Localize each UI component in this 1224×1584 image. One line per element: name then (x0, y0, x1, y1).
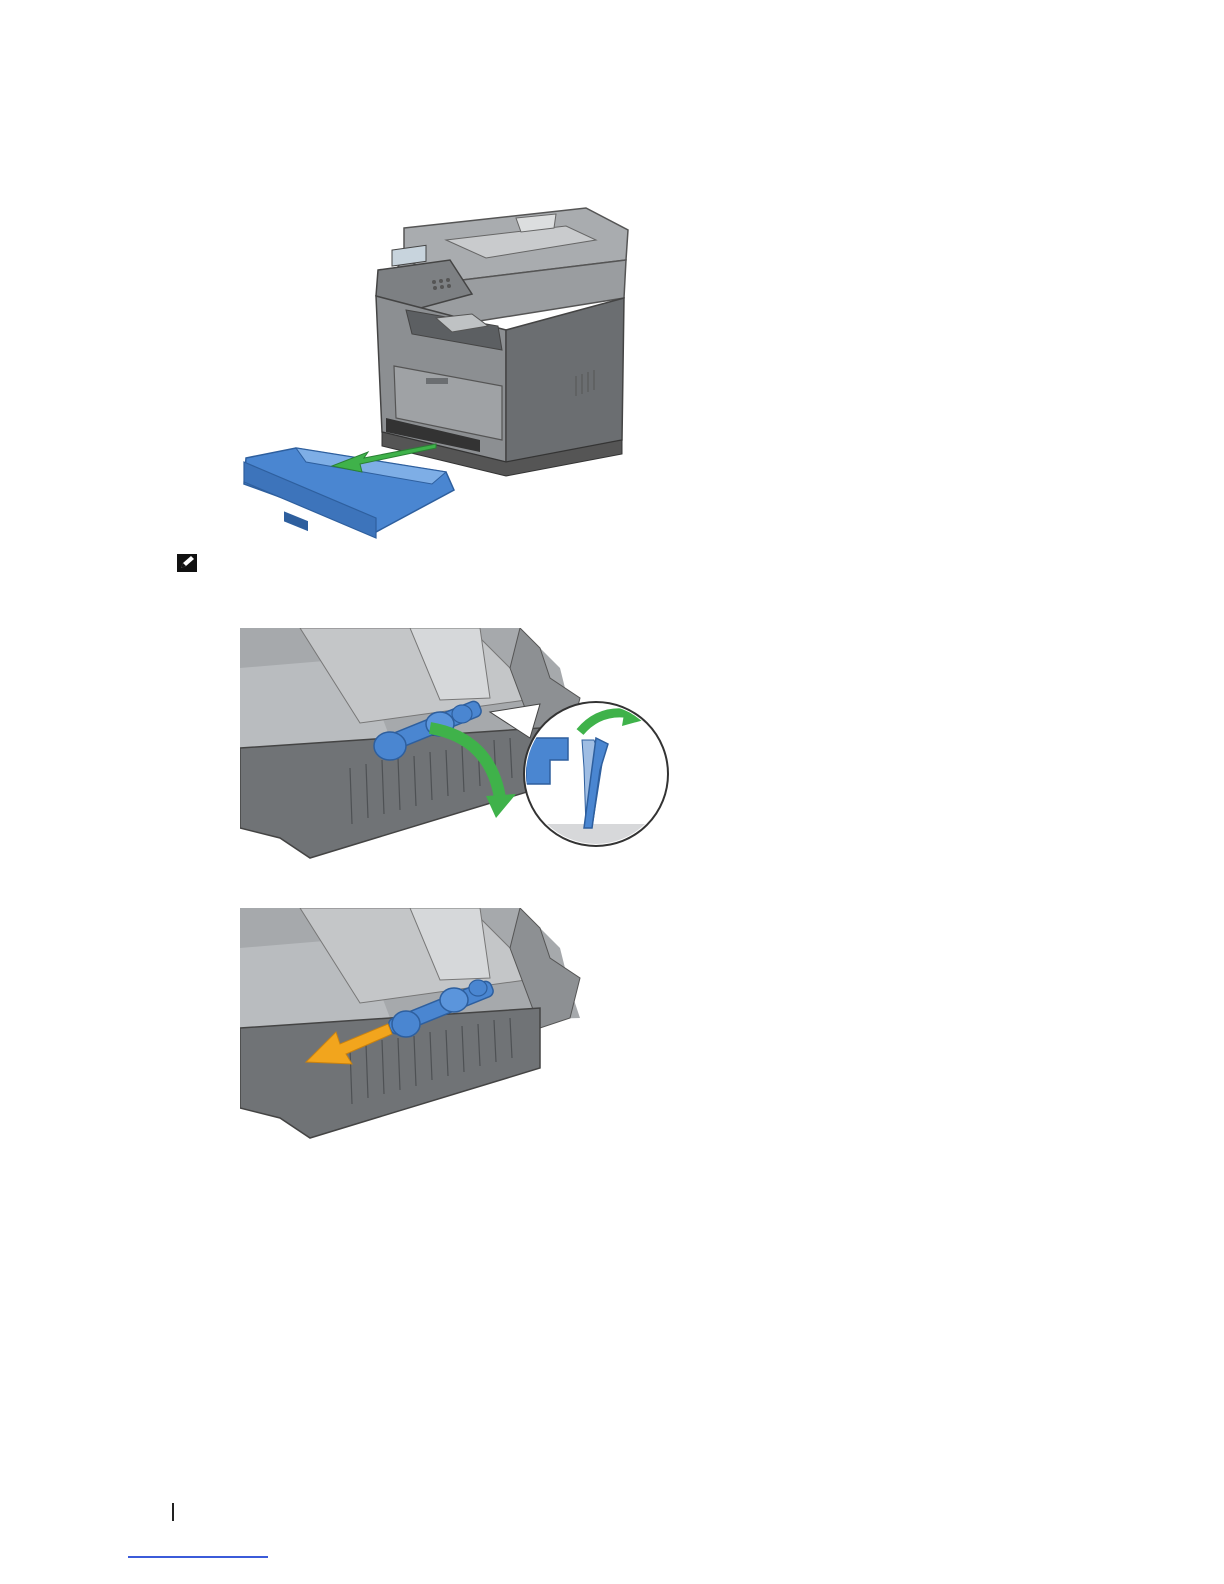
detail-callout (524, 702, 674, 848)
footer-link-underline (128, 1556, 268, 1558)
figure-slide-retard-roller (240, 908, 590, 1140)
figure-printer-tray-removal (236, 200, 636, 545)
figure-lift-retard-roller (240, 628, 680, 860)
roller-slide-illustration (240, 908, 590, 1140)
page-number-divider (172, 1503, 174, 1521)
roller-lift-illustration (240, 628, 680, 860)
pencil-note-icon (176, 553, 198, 573)
printer-illustration (236, 200, 636, 545)
